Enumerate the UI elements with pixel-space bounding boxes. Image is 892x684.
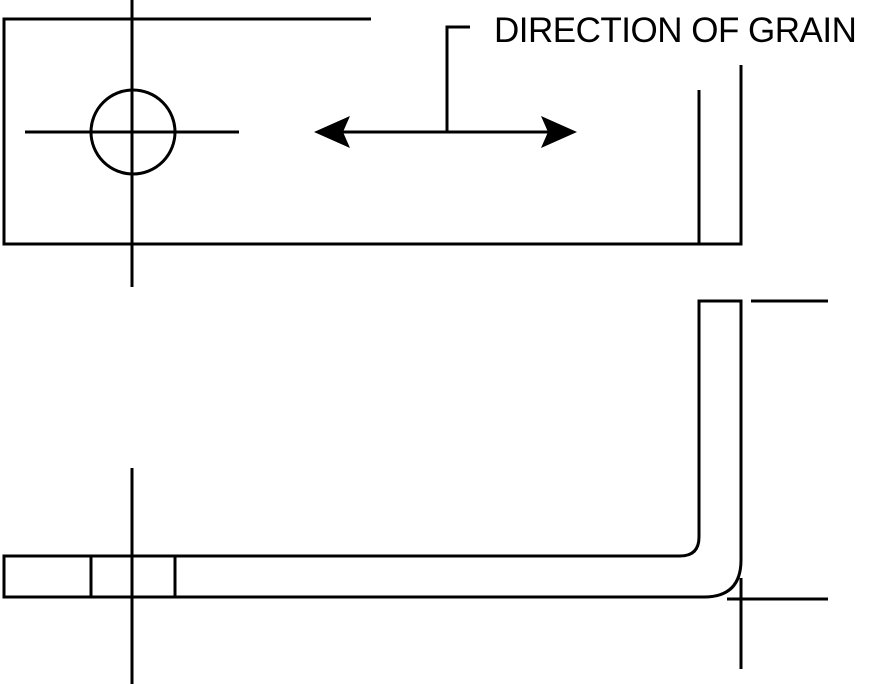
grain-leader-line	[445, 25, 470, 132]
grain-direction-annotation: DIRECTION OF GRAIN	[314, 11, 857, 148]
front-view	[2, 299, 828, 684]
grain-arrow-right-head	[541, 116, 577, 148]
top-view-outline	[2, 17, 743, 246]
top-view	[2, 0, 743, 287]
grain-arrow-left-head	[314, 116, 350, 148]
grain-direction-label: DIRECTION OF GRAIN	[494, 11, 856, 50]
front-view-outline	[2, 299, 743, 599]
